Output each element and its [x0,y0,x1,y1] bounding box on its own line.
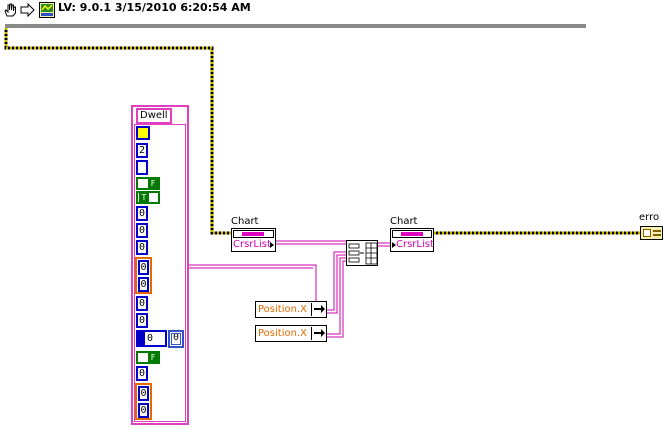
arrow-icon [270,242,274,248]
refnum-terminal [392,230,432,238]
position-x-label: Position.X [258,304,307,315]
bool-false-label: F [148,353,158,362]
array-element[interactable]: 0 [168,330,184,348]
color-constant[interactable] [136,126,150,140]
numeric-constant[interactable]: 0 [136,366,148,381]
position-x-label: Position.X [258,328,307,339]
numeric-constant[interactable]: 0 [136,206,148,221]
hand-tool-icon[interactable] [2,2,18,18]
position-x-unbundle[interactable]: Position.X [255,301,327,318]
property-crsrlist: CrsrList [396,239,434,250]
boolean-constant-true[interactable]: T [136,191,160,204]
diagram-top-border [5,24,586,28]
bundle-icon [348,242,378,265]
numeric-constant[interactable]: 2 [136,143,148,158]
cluster-inner-border [134,124,186,422]
boolean-constant-false[interactable]: F [136,177,160,190]
numeric-constant[interactable]: 0 [136,240,148,255]
numeric-constant[interactable]: 0 [136,223,148,238]
array-constant[interactable]: 0 [136,330,167,347]
property-node-label: Chart [231,216,259,227]
property-node-label: Chart [390,216,418,227]
numeric-constant[interactable]: 0 [138,386,149,401]
array-index-value: 0 [147,333,154,344]
numeric-constant[interactable]: 0 [136,313,148,328]
unbundle-icon [311,303,326,316]
numeric-constant[interactable]: 0 [136,296,148,311]
refnum-terminal [233,230,274,238]
error-out-label: erro [639,212,660,223]
vi-icon[interactable] [39,2,55,18]
property-crsrlist: CrsrList [233,239,271,250]
chart-property-node-write[interactable]: CrsrList [390,228,434,252]
numeric-constant[interactable]: 0 [138,403,149,418]
numeric-constant[interactable] [136,160,148,175]
bool-false-label: F [148,179,158,188]
boolean-constant-false[interactable]: F [136,351,160,364]
error-cluster-icon [643,229,651,237]
error-wire [4,28,640,235]
arrow-tool-icon[interactable] [20,3,36,17]
chart-property-node-read[interactable]: CrsrList [231,228,276,252]
numeric-constant[interactable]: 0 [138,260,149,275]
arrow-icon [392,242,396,248]
cluster-title: Dwell [136,108,172,124]
position-x-unbundle[interactable]: Position.X [255,325,327,342]
error-out-terminal[interactable] [640,226,663,240]
toolbar: LV: 9.0.1 3/15/2010 6:20:54 AM [0,0,663,20]
unbundle-icon [311,327,326,340]
version-label: LV: 9.0.1 3/15/2010 6:20:54 AM [58,1,251,14]
bool-true-label: T [139,193,149,202]
numeric-constant[interactable]: 0 [138,277,149,292]
bundle-by-name-node[interactable] [346,240,378,266]
array-index-spinner[interactable] [138,332,145,345]
